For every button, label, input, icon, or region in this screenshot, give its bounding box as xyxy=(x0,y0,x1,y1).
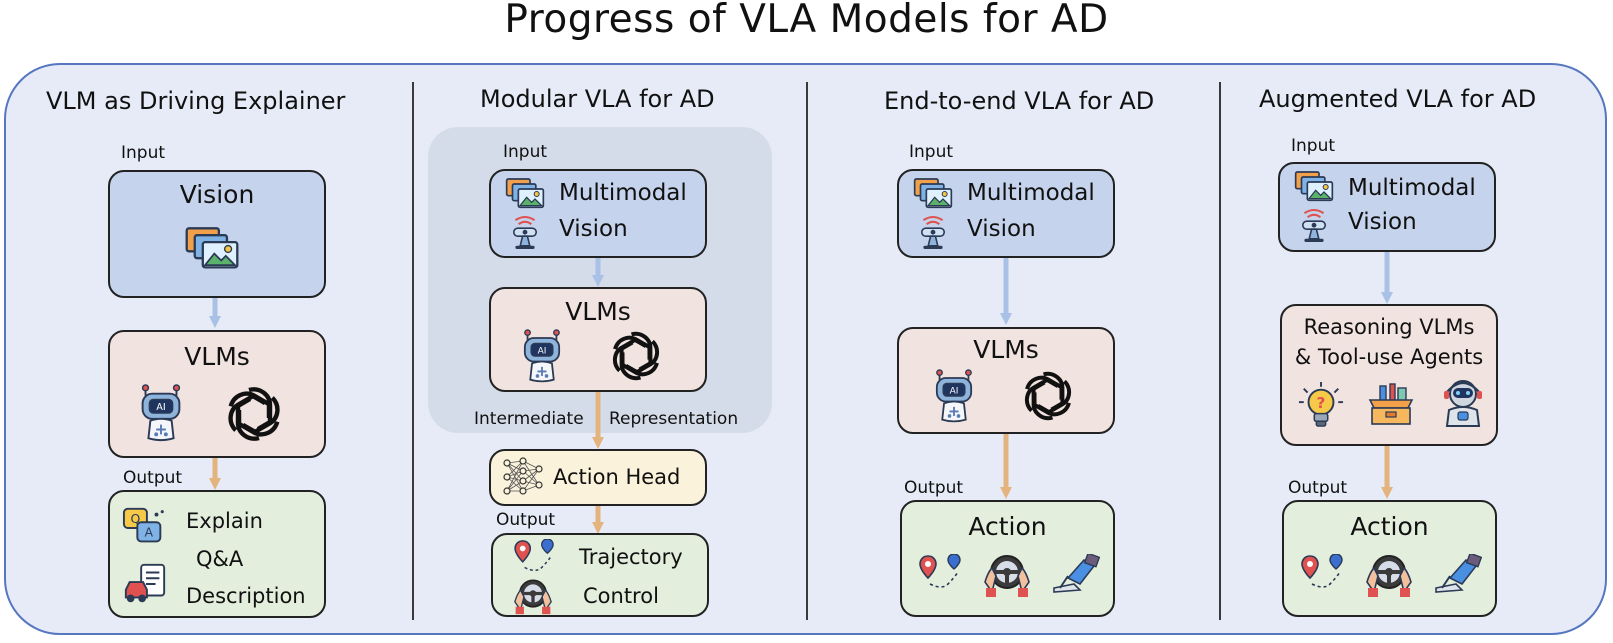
vision-label: Vision xyxy=(559,216,628,242)
pedal-icon xyxy=(1432,554,1482,594)
diagram-title: Progress of VLA Models for AD xyxy=(504,0,1109,42)
output-item: Description xyxy=(186,584,306,608)
action-label: Action xyxy=(968,512,1047,541)
reasoning-label: Reasoning VLMs xyxy=(1303,315,1475,339)
radar-sensor-icon xyxy=(1298,208,1330,244)
vision-box: Multimodal Vision xyxy=(897,169,1115,258)
vision-label: Vision xyxy=(1348,209,1417,235)
output-label: Output xyxy=(1288,478,1348,498)
vision-box: Multimodal Vision xyxy=(1278,162,1496,252)
representation-label: Representation xyxy=(609,409,739,429)
ai-robot-icon xyxy=(138,384,184,444)
reasoning-box: Reasoning VLMs & Tool-use Agents xyxy=(1280,304,1498,446)
vlm-label: VLMs xyxy=(565,297,631,326)
ai-robot-icon xyxy=(933,369,975,425)
openai-logo-icon xyxy=(1021,369,1075,423)
openai-logo-icon xyxy=(224,384,284,444)
input-label: Input xyxy=(121,143,166,163)
ai-robot-icon xyxy=(521,329,563,385)
intermediate-label: Intermediate xyxy=(474,409,584,429)
action-head-label: Action Head xyxy=(553,465,681,489)
vision-label: Vision xyxy=(179,180,255,209)
car-report-icon xyxy=(122,562,168,606)
image-stack-icon xyxy=(184,226,240,272)
vision-box: Vision xyxy=(108,170,326,298)
vlm-box: VLMs xyxy=(489,287,707,392)
route-pin-icon xyxy=(1300,554,1348,594)
qa-bubbles-icon xyxy=(122,506,168,550)
output-box: Explain Q&A Description xyxy=(108,490,326,618)
column-title: End-to-end VLA for AD xyxy=(884,87,1155,115)
vision-label: Multimodal xyxy=(1348,175,1476,201)
column-divider xyxy=(806,82,808,620)
vlm-label: VLMs xyxy=(184,342,250,371)
vision-label: Multimodal xyxy=(967,180,1095,206)
output-label: Output xyxy=(123,468,183,488)
reasoning-label: & Tool-use Agents xyxy=(1294,345,1484,369)
image-stack-icon xyxy=(913,177,953,211)
output-item: Explain xyxy=(186,509,263,533)
vlm-label: VLMs xyxy=(973,335,1039,364)
vision-label: Vision xyxy=(967,216,1036,242)
steering-wheel-icon xyxy=(511,577,555,615)
output-label: Output xyxy=(904,478,964,498)
vision-box: Multimodal Vision xyxy=(489,169,707,258)
pedal-icon xyxy=(1050,554,1100,594)
image-stack-icon xyxy=(505,177,545,211)
vlm-box: VLMs xyxy=(897,327,1115,434)
action-box: Action xyxy=(1282,500,1497,617)
vlm-box: VLMs xyxy=(108,330,326,458)
steering-wheel-icon xyxy=(1364,552,1414,598)
toolbox-icon xyxy=(1366,382,1416,428)
column-title: Modular VLA for AD xyxy=(480,85,715,113)
openai-logo-icon xyxy=(609,329,663,383)
lightbulb-question-icon xyxy=(1298,380,1344,430)
input-label: Input xyxy=(909,142,954,162)
route-pin-icon xyxy=(918,554,966,594)
input-label: Input xyxy=(503,142,548,162)
column-title: VLM as Driving Explainer xyxy=(46,87,346,115)
output-item: Control xyxy=(583,584,659,608)
neural-network-icon xyxy=(501,457,545,497)
radar-sensor-icon xyxy=(509,215,541,251)
column-title: Augmented VLA for AD xyxy=(1259,85,1537,113)
output-label: Output xyxy=(496,510,556,530)
radar-sensor-icon xyxy=(917,215,949,251)
column-divider xyxy=(1219,82,1221,620)
output-item: Q&A xyxy=(196,547,244,571)
output-item: Trajectory xyxy=(579,545,683,569)
input-label: Input xyxy=(1291,136,1336,156)
action-head-box: Action Head xyxy=(489,449,707,506)
image-stack-icon xyxy=(1294,170,1334,204)
column-divider xyxy=(412,82,414,620)
route-pin-icon xyxy=(513,539,559,577)
vision-label: Multimodal xyxy=(559,180,687,206)
action-label: Action xyxy=(1350,512,1429,541)
steering-wheel-icon xyxy=(982,552,1032,598)
action-box: Action xyxy=(900,500,1115,617)
output-box: Trajectory Control xyxy=(491,533,709,617)
robot-agent-icon xyxy=(1440,378,1486,428)
